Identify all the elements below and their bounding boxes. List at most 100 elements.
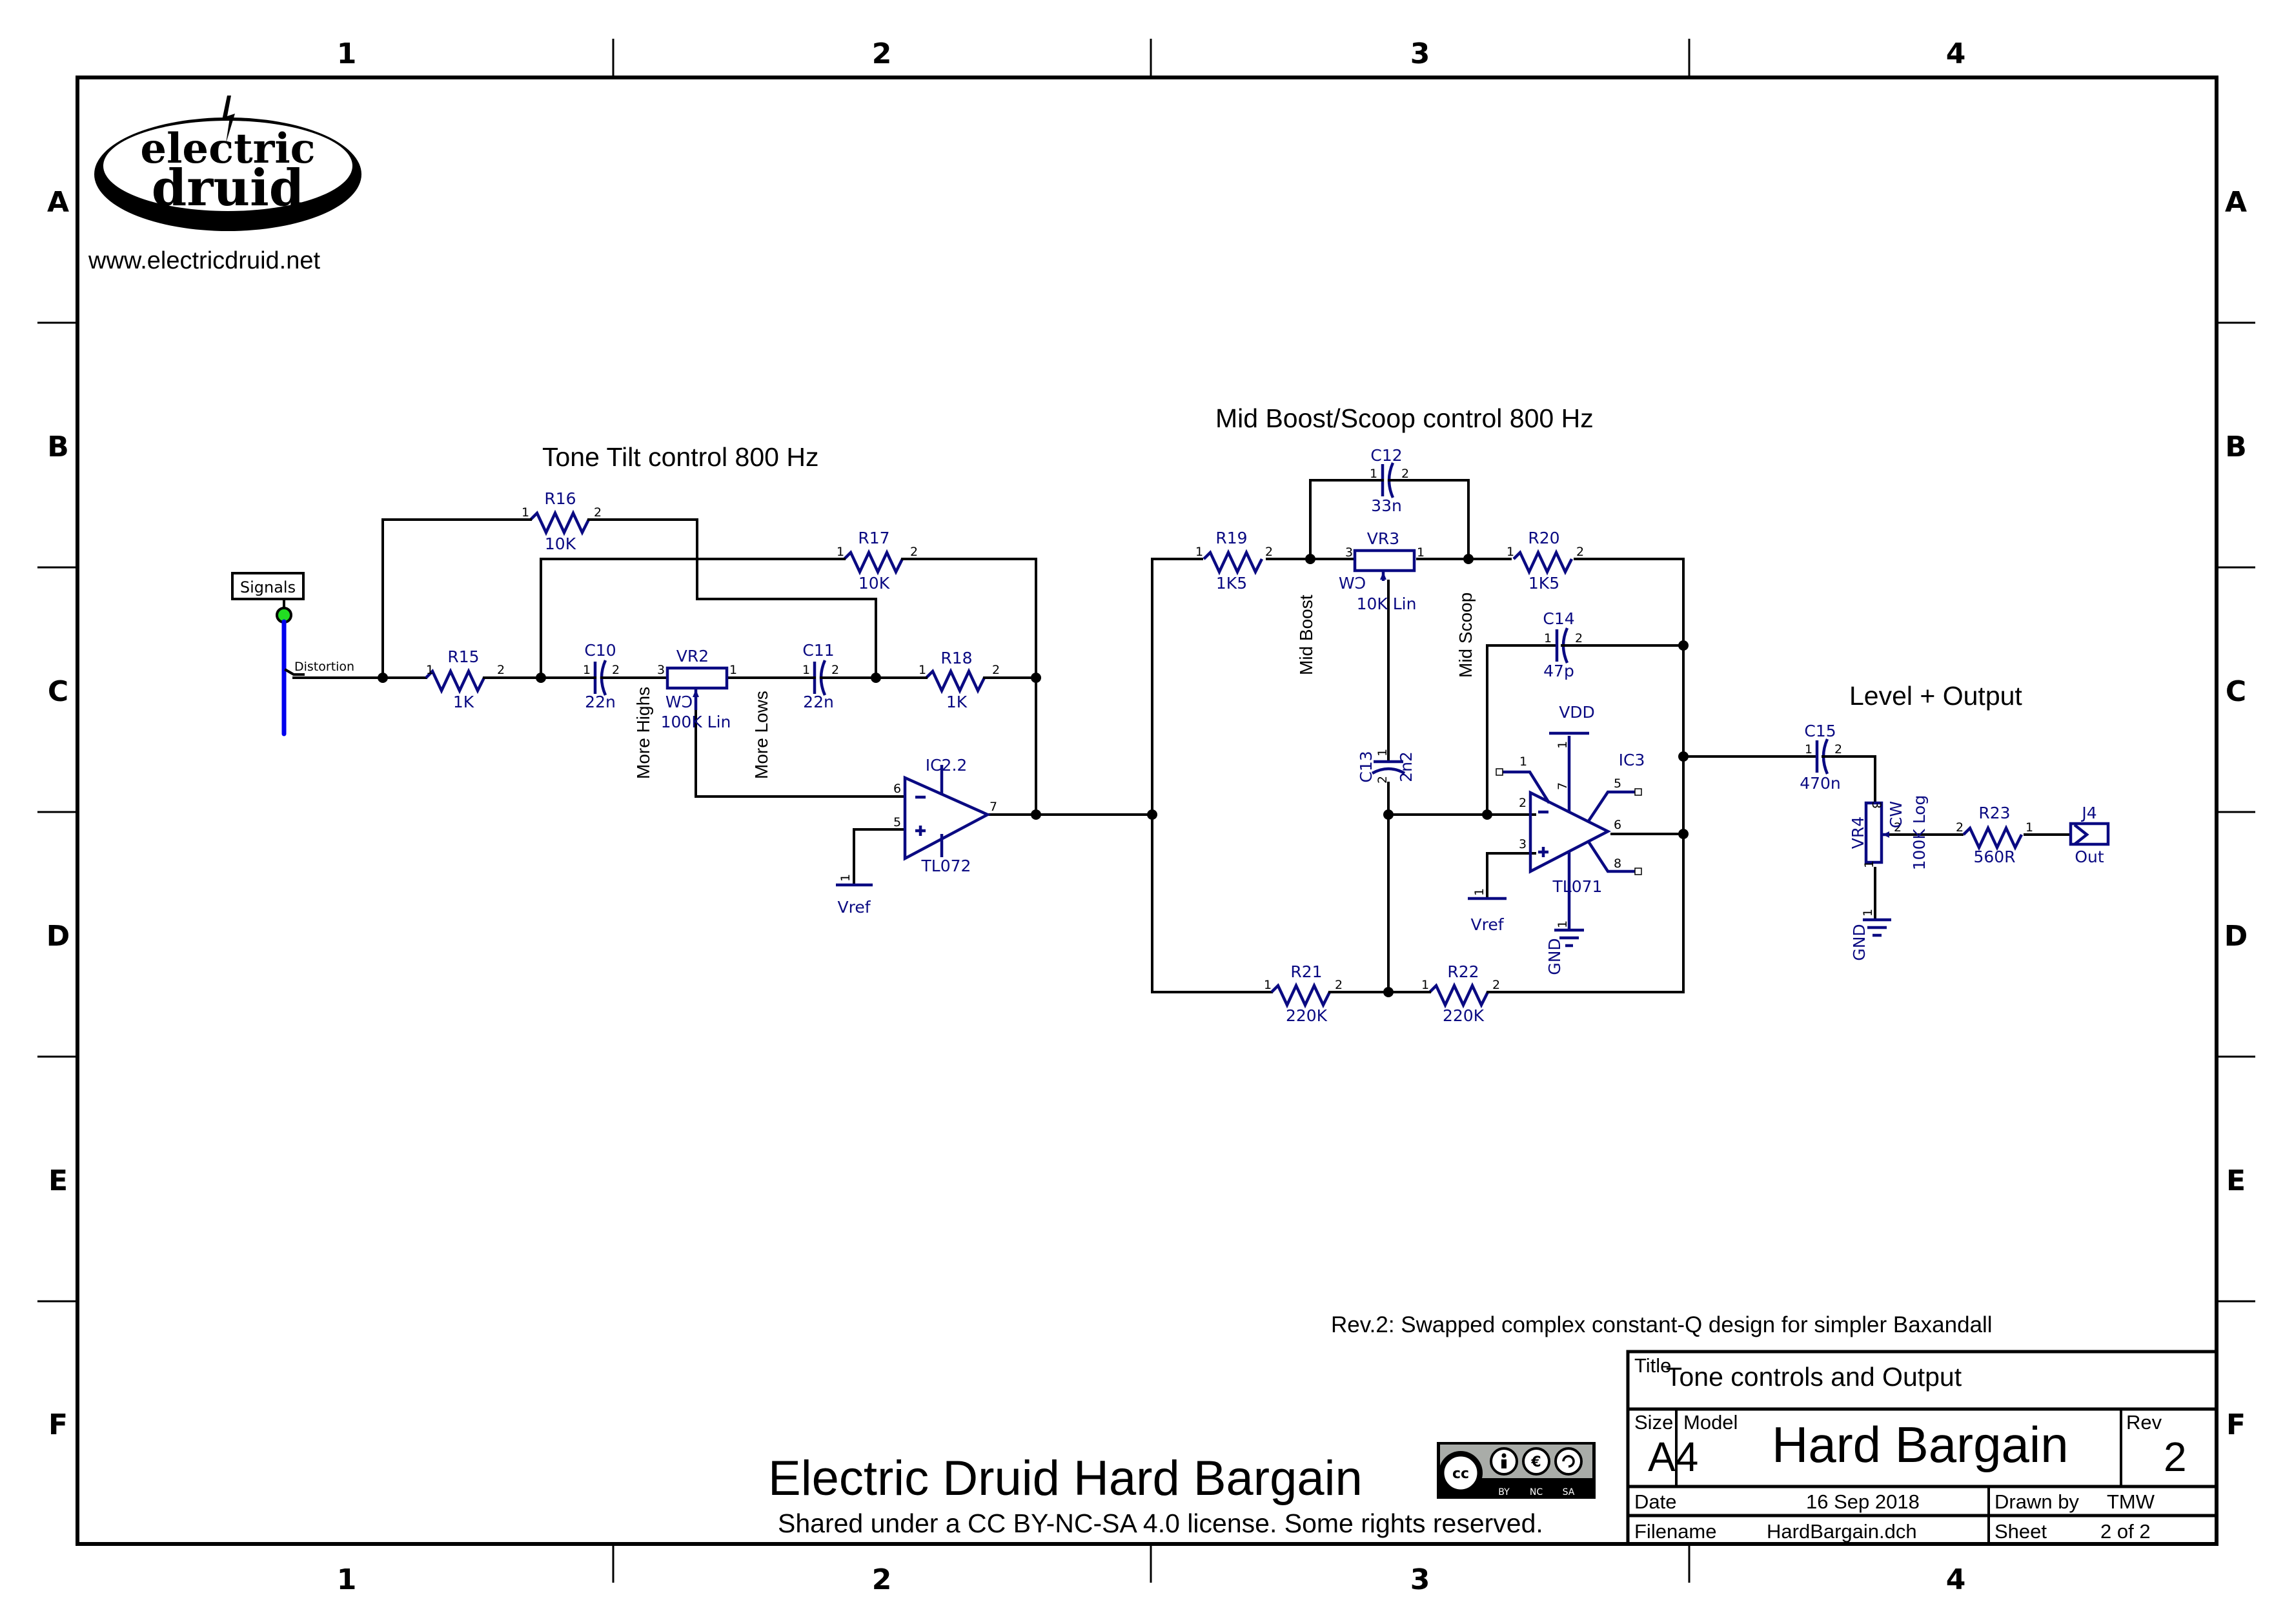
- title-block-model-label: Model: [1683, 1411, 1738, 1434]
- capacitor-c14[interactable]: 1 2 C14 47p: [1543, 609, 1583, 680]
- pin-number: 7: [1556, 782, 1570, 790]
- vr2-ref: VR2: [676, 647, 709, 665]
- pin-number: 2: [992, 663, 1000, 677]
- c12-ref: C12: [1370, 446, 1402, 465]
- r20-value: 1K5: [1528, 574, 1559, 593]
- r21-value: 220K: [1286, 1006, 1328, 1025]
- potentiometer-vr3[interactable]: 3 1 VR3 CW 10K Lin Mid Boost Mid Scoop: [1296, 529, 1476, 678]
- cc-nc-icon: [1522, 1447, 1550, 1476]
- vr2-label-more-highs: More Highs: [633, 687, 653, 779]
- signals-net-flag[interactable]: Signals Distortion: [231, 572, 354, 736]
- pin-number: 2: [1576, 545, 1584, 559]
- capacitor-c13[interactable]: 1 2 C13 2n2: [1357, 749, 1416, 784]
- capacitor-c11[interactable]: 1 2 C11 22n: [802, 641, 839, 711]
- pin-number: 2: [1834, 742, 1842, 756]
- title-block-drawn-value: TMW: [2107, 1490, 2155, 1513]
- pin-number: 1: [838, 874, 853, 882]
- logo-url[interactable]: www.electricdruid.net: [88, 247, 320, 274]
- capacitor-c15[interactable]: 1 2 C15 470n: [1800, 722, 1842, 793]
- logo-line-1: electric: [140, 125, 315, 173]
- pin-number: 2: [1894, 820, 1902, 835]
- title-block-drawn-label: Drawn by: [1995, 1490, 2079, 1513]
- pin-number: 3: [1345, 545, 1353, 560]
- zone-row-b-left: B: [47, 431, 69, 463]
- resistor-r21[interactable]: 1 2 R21 220K: [1264, 962, 1343, 1025]
- pin-number: 1: [426, 663, 434, 677]
- footer-license: Shared under a CC BY-NC-SA 4.0 license. …: [778, 1508, 1543, 1538]
- potentiometer-vr2[interactable]: 3 1 VR2 CW 100K Lin More Highs More Lows: [633, 647, 771, 779]
- resistor-r20[interactable]: 1 2 R20 1K5: [1507, 529, 1584, 593]
- cc-sa-icon: [1554, 1447, 1583, 1476]
- zone-row-f-left: F: [48, 1408, 68, 1441]
- cc-license-badge[interactable]: cc € BY NC SA: [1437, 1442, 1596, 1499]
- pin-number: 2: [1575, 631, 1583, 645]
- pin-number: 1: [1375, 749, 1390, 756]
- resistor-r16[interactable]: 1 2 R16 10K: [518, 489, 602, 553]
- logo-line-2: druid: [152, 159, 305, 218]
- pin-number: 1: [1472, 888, 1487, 896]
- vr4-ref: VR4: [1849, 817, 1867, 849]
- zone-row-d-right: D: [2224, 920, 2248, 953]
- title-block-rev-label: Rev: [2126, 1411, 2162, 1434]
- electric-druid-logo: electric druid www.electricdruid.net: [88, 96, 361, 274]
- pin-number: 2: [594, 505, 602, 520]
- r19-value: 1K5: [1216, 574, 1247, 593]
- pin-number: 1: [1556, 741, 1570, 749]
- resistor-r23[interactable]: 2 1 R23 560R: [1956, 804, 2033, 866]
- ic3-part: TL071: [1552, 877, 1603, 896]
- jack-j4[interactable]: J4 Out: [2069, 804, 2110, 866]
- title-block-filename-label: Filename: [1634, 1520, 1717, 1543]
- capacitor-c12[interactable]: 1 2 C12 33n: [1370, 446, 1409, 515]
- title-block-sheet-label: Sheet: [1995, 1520, 2047, 1543]
- vref2-label: Vref: [1470, 915, 1504, 934]
- pin-number: 2: [831, 663, 839, 677]
- title-block-title-value: Tone controls and Output: [1666, 1362, 1962, 1392]
- pin-number: 2: [910, 545, 918, 559]
- opamp-ic2[interactable]: 6 5 7 IC2.2 TL072: [893, 756, 997, 875]
- vdd-label: VDD: [1559, 703, 1595, 722]
- lightning-bolt-icon: [222, 96, 235, 143]
- zone-row-d-left: D: [46, 920, 70, 953]
- pin-number: 8: [1614, 857, 1621, 871]
- resistor-r18[interactable]: 1 2 R18 1K: [919, 649, 1000, 711]
- r22-value: 220K: [1443, 1006, 1485, 1025]
- r21-ref: R21: [1290, 962, 1322, 981]
- resistor-r15[interactable]: 1 2 R15 1K: [425, 647, 506, 711]
- r17-ref: R17: [858, 529, 889, 547]
- c13-value: 2n2: [1397, 751, 1416, 782]
- opamp-ic3[interactable]: 1 2 3 5 6 8 7 1 IC3 TL071 VDD GND 1: [1496, 703, 1645, 975]
- zone-col-1-top: 1: [337, 37, 357, 70]
- svg-text:€: €: [1530, 1454, 1541, 1470]
- pin-number: 1: [1519, 755, 1527, 769]
- vr2-label-more-lows: More Lows: [751, 691, 771, 779]
- potentiometer-vr4[interactable]: 3 1 2 VR4 CW 100K Log: [1849, 795, 1929, 871]
- r20-ref: R20: [1528, 529, 1559, 547]
- ic2-ref: IC2.2: [926, 756, 968, 775]
- resistor-r19[interactable]: 1 2 R19 1K5: [1195, 529, 1273, 593]
- resistor-r17[interactable]: 1 2 R17 10K: [837, 529, 918, 593]
- pin-number: 6: [1614, 818, 1621, 832]
- resistor-r22[interactable]: 1 2 R22 220K: [1421, 962, 1518, 1025]
- title-block-date-value: 16 Sep 2018: [1806, 1490, 1920, 1513]
- r18-value: 1K: [946, 693, 968, 711]
- pin-number: 1: [1507, 545, 1514, 559]
- capacitor-c10[interactable]: 1 2 C10 22n: [583, 641, 620, 711]
- pin-number: 3: [1869, 801, 1883, 809]
- zone-row-a-right: A: [2225, 186, 2247, 219]
- r23-ref: R23: [1978, 804, 2010, 822]
- c13-ref: C13: [1357, 751, 1375, 782]
- pin-number: 1: [1556, 920, 1570, 928]
- pin-number: 2: [1265, 545, 1273, 559]
- ic3-ref: IC3: [1619, 751, 1645, 769]
- title-block-rev-value: 2: [2164, 1434, 2187, 1480]
- r16-value: 10K: [545, 534, 576, 553]
- r19-ref: R19: [1215, 529, 1247, 547]
- c11-ref: C11: [802, 641, 834, 660]
- pin-number: 2: [1492, 978, 1500, 992]
- vr3-label-mid-boost: Mid Boost: [1296, 594, 1316, 675]
- r22-ref: R22: [1447, 962, 1479, 981]
- zone-col-4-top: 4: [1946, 37, 1966, 70]
- vr2-cw-marker: CW: [665, 693, 693, 711]
- zone-row-f-right: F: [2226, 1408, 2246, 1441]
